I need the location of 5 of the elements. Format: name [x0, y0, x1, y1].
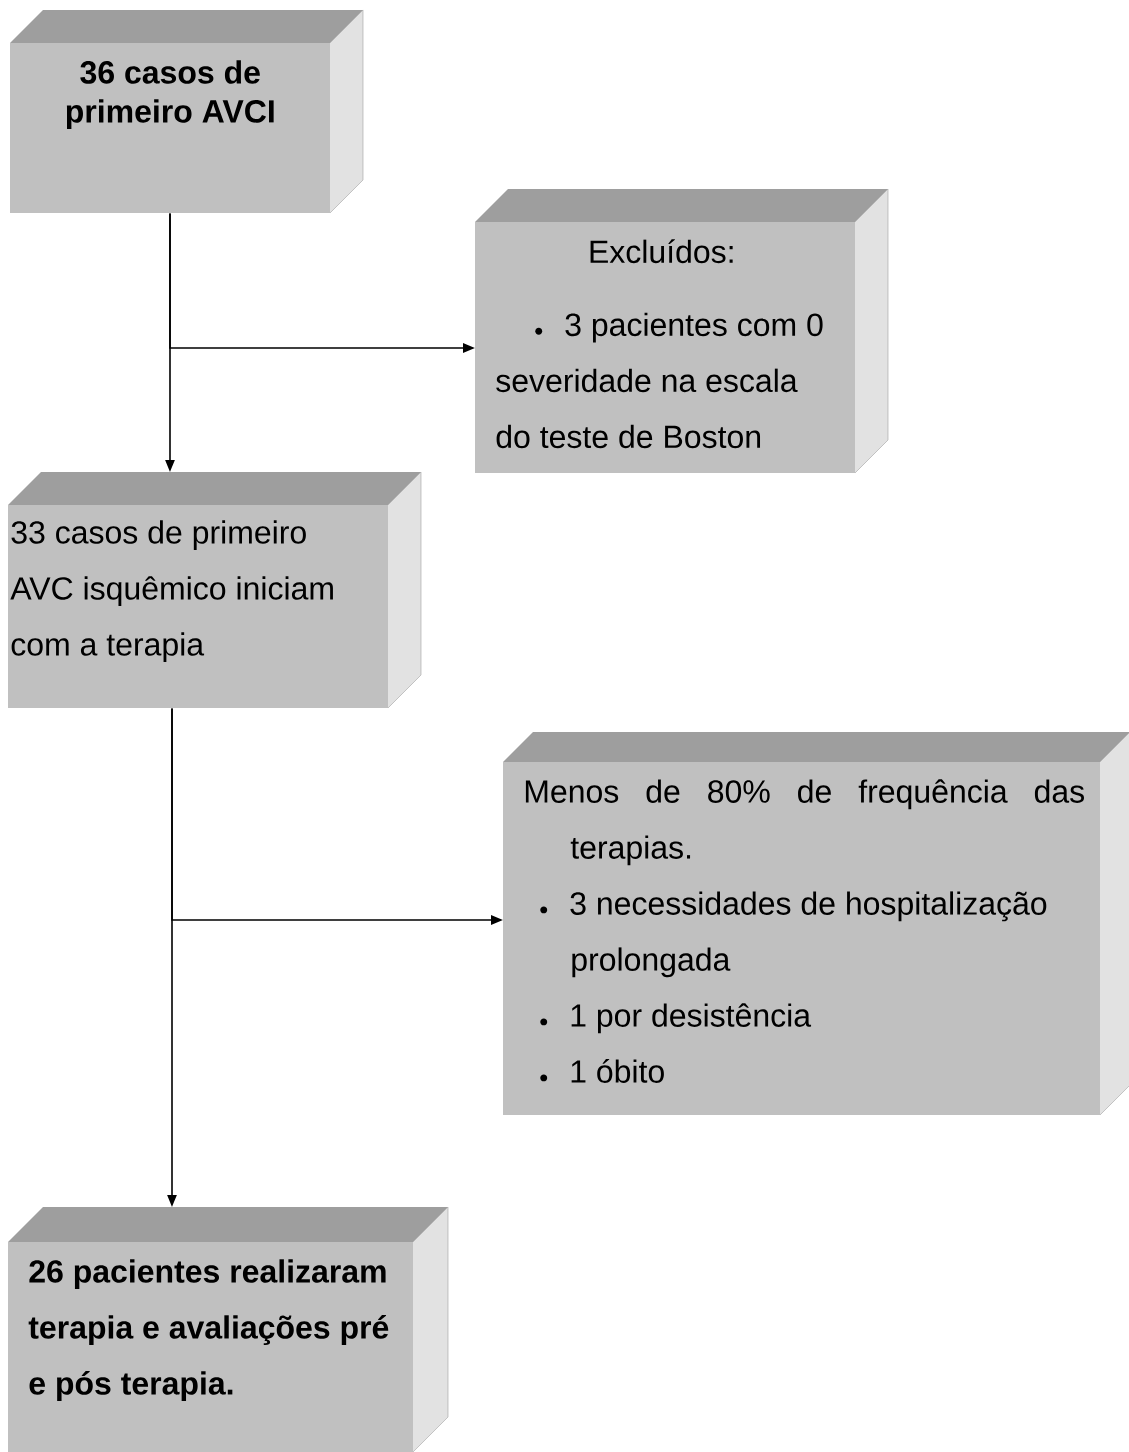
box: 36 casos de primeiro AVCI: [10, 9, 364, 214]
box: 26 pacientes realizaram terapia e avaliações pré e pós terapia.: [8, 1206, 449, 1452]
box: Menos de 80% de frequência das terapias. 3 necessidades de hospitalização prolongada 1 por desistência 1 óbito: [503, 731, 1129, 1116]
box: Excluídos: 3 pacientes com 0 severidade na escala do teste de Boston: [475, 188, 889, 474]
box: 33 casos de primeiro AVC isquêmico iniciam com a terapia: [8, 471, 422, 709]
